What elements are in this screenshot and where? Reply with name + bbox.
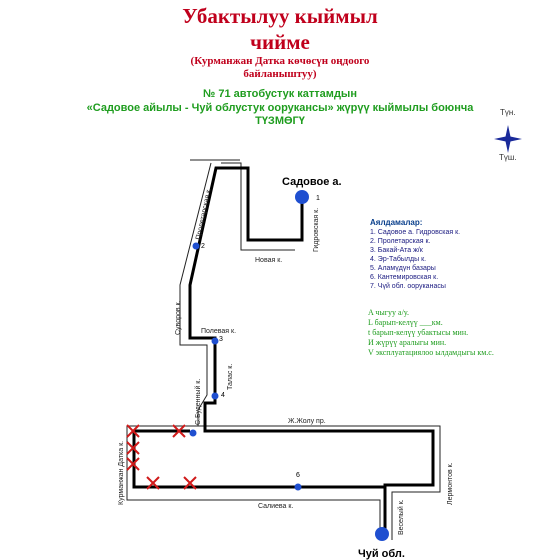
stops-list-item: 6. Кантемировская к. — [370, 274, 439, 281]
route-parameters-legend: A чыгуу а/у. L барып-келүү ___км. t бары… — [368, 308, 558, 358]
route-description-line1: № 71 автобустук каттамдын — [203, 88, 357, 100]
route-description-line2: «Садовое айылы - Чуй облустук оорукансы»… — [86, 102, 474, 114]
start-point-label: Садовое а. — [282, 176, 342, 188]
route-description-line3: ТҮЗМӨГҮ — [255, 115, 305, 127]
street-label-suvorov: Суворов к. — [175, 300, 182, 335]
stop-number-1: 1 — [316, 195, 320, 202]
stop-4 — [211, 392, 219, 400]
stop-3 — [211, 337, 219, 345]
stops-list-header: Аялдамалар: — [370, 218, 423, 227]
compass-south-label: Түш. — [499, 153, 517, 162]
stop-2 — [192, 242, 200, 250]
compass-icon — [494, 125, 522, 153]
street-label-gidrovskaya: Гидровская к. — [313, 208, 320, 252]
map-title-line1: Убактылуу кыймыл — [182, 4, 378, 28]
legend-line: L барып-келүү ___км. — [368, 318, 443, 327]
stop-5 — [189, 429, 197, 437]
stop-number-3: 3 — [219, 336, 223, 343]
stops-list-item: 2. Пролетарская к. — [370, 238, 431, 245]
street-label-polevaya: Полевая к. — [201, 328, 236, 335]
stops-list-item: 7. Чүй обл. ооруканасы — [370, 283, 446, 290]
stops-list-item: 1. Садовое а. Гидровская к. — [370, 229, 461, 236]
legend-line: И жүрүү аралыгы мин. — [368, 338, 447, 347]
map-title-line2: чийме — [250, 30, 310, 54]
street-label-budenny: С.Буденный к. — [194, 379, 202, 425]
street-label-kurmanjan: Курманжан Датка к. — [118, 441, 125, 505]
stop-start — [295, 190, 309, 204]
stop-number-2: 2 — [201, 243, 205, 250]
compass-north-label: Түн. — [500, 108, 516, 117]
street-label-veselaya: Веселый к. — [397, 499, 405, 535]
legend-line: V эксплуатациялоо ылдамдыгы км.с. — [368, 348, 494, 357]
street-label-talas: Талас к. — [227, 364, 234, 390]
bus-stops — [189, 190, 389, 541]
stop-number-6: 6 — [296, 472, 300, 479]
map-subtitle: (Курманжан Датка көчөсүн оңдоого байланы… — [190, 55, 370, 80]
stops-list-panel: Аялдамалар: 1. Садовое а. Гидровская к. … — [370, 218, 480, 291]
closed-road-markers — [126, 424, 197, 490]
legend-line: A чыгуу а/у. — [368, 308, 409, 317]
street-outlines — [126, 159, 441, 540]
street-label-zholu: Ж.Жолу пр. — [288, 418, 326, 425]
stops-list-item: 5. Аламүдүн базары — [370, 265, 436, 272]
end-point-label: Чуй обл. — [358, 548, 405, 560]
stops-list-item: 3. Бакай-Ата ж/к — [370, 247, 423, 254]
stop-end — [375, 527, 389, 541]
street-label-novaya: Новая к. — [255, 257, 282, 264]
stops-list-item: 4. Эр-Табылды к. — [370, 256, 427, 263]
stop-6 — [294, 483, 302, 491]
street-label-salieva: Салиева к. — [258, 503, 293, 510]
stop-number-4: 4 — [221, 392, 225, 399]
street-label-lermontov: Лермонтов к. — [447, 462, 454, 505]
legend-line: t барып-келүү убактысы мин. — [368, 328, 469, 337]
